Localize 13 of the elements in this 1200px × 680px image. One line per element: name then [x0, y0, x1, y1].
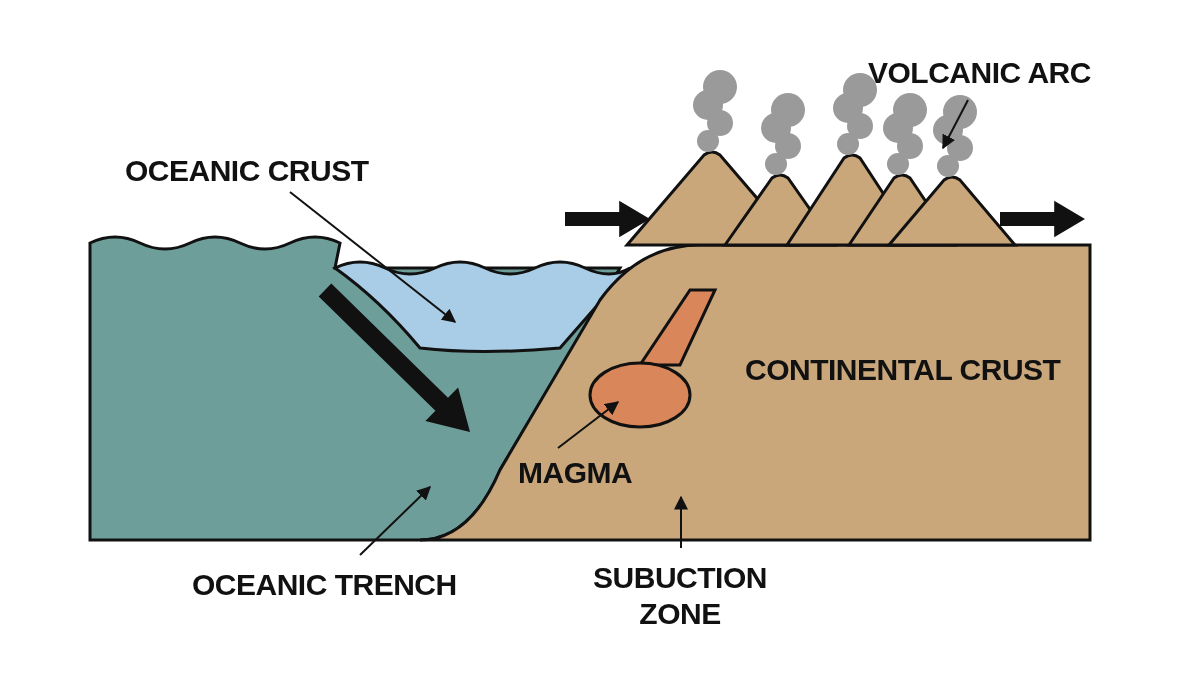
leader-line — [289, 191, 457, 323]
part-label: OCEANIC TRENCH — [192, 567, 512, 603]
ocean-water — [333, 260, 632, 353]
part-label: CONTINENTAL CRUST — [745, 352, 1061, 388]
leader-line — [942, 99, 969, 150]
magma-chamber — [588, 288, 718, 429]
part-label: SUBUCTION ZONE — [565, 560, 795, 632]
part-label: VOLCANIC ARC — [868, 55, 1128, 91]
part-label: OCEANIC CRUST — [125, 153, 425, 189]
leader-line — [557, 401, 620, 449]
leader-line — [359, 486, 431, 556]
leader-line — [674, 495, 688, 549]
part-label: MAGMA — [518, 455, 658, 491]
